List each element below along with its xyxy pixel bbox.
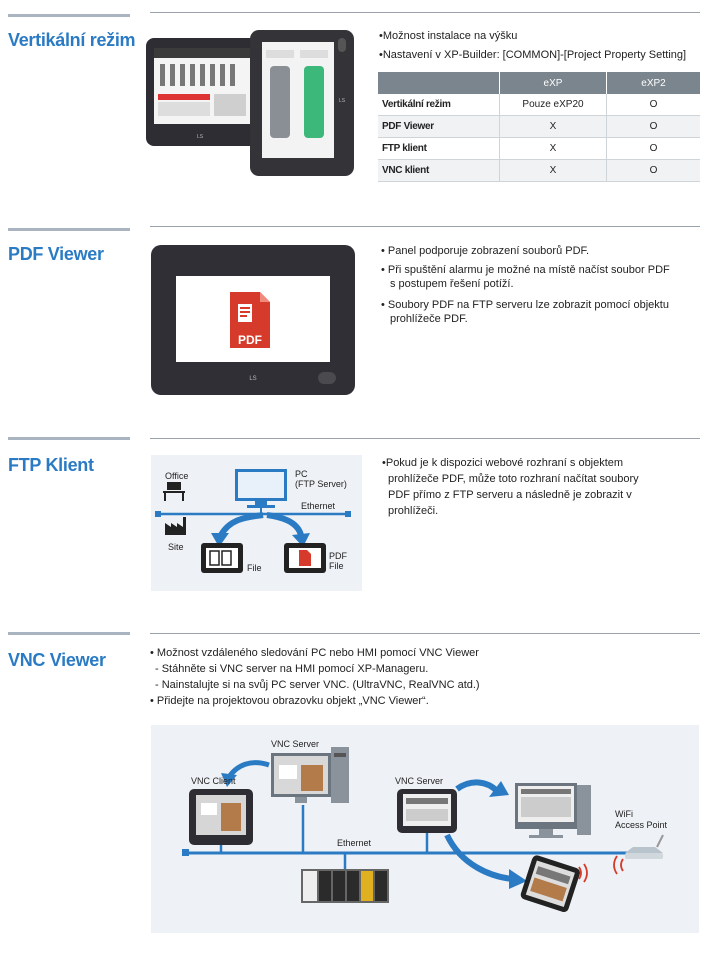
section-rule	[8, 228, 130, 231]
ethernet-label: Ethernet	[301, 501, 336, 511]
vnc-server-hmi-label: VNC Server	[395, 776, 443, 786]
section-rule	[150, 12, 700, 13]
wifi-label-sub: Access Point	[615, 820, 668, 830]
bullet-text: • Možnost vzdáleného sledování PC nebo H…	[150, 647, 479, 659]
bullet-text: prohlížeče PDF, může toto rozhraní načít…	[388, 473, 639, 485]
table-cell: FTP klient	[378, 137, 500, 160]
office-label: Office	[165, 471, 188, 481]
pc-icon	[235, 469, 287, 508]
table-cell: O	[606, 137, 700, 160]
site-label: Site	[168, 542, 184, 552]
wireless-signal-icon	[578, 863, 588, 883]
section-rule	[150, 226, 700, 227]
section-title-vnc: VNC Viewer	[8, 650, 106, 670]
pdf-file-icon: PDF	[230, 292, 270, 348]
vnc-server-pc-icon	[271, 747, 349, 803]
pdf-file-label-sub: File	[329, 561, 344, 571]
bullet-text: prohlížeče PDF.	[390, 313, 468, 325]
pdf-icon-label: PDF	[238, 333, 262, 347]
bullet-text: • Panel podporuje zobrazení souborů PDF.	[381, 245, 590, 257]
ethernet-label: Ethernet	[337, 838, 372, 848]
plc-rack-icon	[301, 869, 389, 903]
table-cell: X	[499, 159, 607, 182]
remote-pc-icon	[515, 783, 591, 838]
tablet-icon	[520, 855, 580, 913]
device-logo: LS	[249, 376, 256, 382]
vnc-server-hmi-icon	[397, 789, 457, 833]
wireless-signal-icon	[613, 855, 624, 875]
ftp-diagram: Office Site PC (FTP Server) Ethernet Fil…	[155, 469, 351, 573]
vertical-bullets: •Možnost instalace na výšku •Nastavení v…	[379, 29, 704, 62]
bullet-text: •Pokud je k dispozici webové rozhraní s …	[382, 457, 624, 469]
ftp-bullets: •Pokud je k dispozici webové rozhraní s …	[382, 455, 702, 519]
section-rule	[150, 633, 700, 634]
table-header-row: eXP eXP2	[378, 72, 700, 94]
table-cell: X	[499, 115, 607, 138]
bullet-text: - Stáhněte si VNC server na HMI pomocí X…	[155, 663, 429, 675]
factory-icon	[165, 517, 186, 535]
table-cell: O	[606, 115, 700, 138]
device-logo: LS	[197, 134, 204, 140]
wifi-access-point-icon	[625, 834, 664, 859]
section-rule	[8, 632, 130, 635]
table-cell: X	[499, 137, 607, 160]
bullet-text: •Nastavení v XP-Builder: [COMMON]-[Proje…	[379, 49, 687, 61]
vnc-client-hmi-icon	[189, 789, 253, 845]
pc-label: PC	[295, 469, 308, 479]
vnc-diagram: VNC Server VNC Client VNC Server Etherne…	[182, 739, 668, 913]
table-cell: Pouze eXP20	[499, 94, 607, 116]
pdf-file-label: PDF	[329, 551, 348, 561]
section-rule	[8, 14, 130, 17]
table-cell: O	[606, 159, 700, 182]
table-row: Vertikální režim Pouze eXP20 O	[378, 94, 700, 116]
table-cell: Vertikální režim	[378, 94, 500, 116]
file-label: File	[247, 563, 262, 573]
section-title-pdf: PDF Viewer	[8, 244, 104, 264]
hmi-pdf-icon	[284, 543, 326, 573]
table-row: FTP klient X O	[378, 137, 700, 160]
feature-comparison-table: eXP eXP2 Vertikální režim Pouze eXP20 O …	[378, 72, 700, 182]
wifi-label: WiFi	[615, 809, 633, 819]
device-logo: LS	[339, 98, 346, 104]
bullet-text: •Možnost instalace na výšku	[379, 30, 518, 42]
section-title-ftp: FTP Klient	[8, 455, 94, 475]
section-title-vertical: Vertikální režim	[8, 30, 136, 50]
bullet-text: prohlížeči.	[388, 505, 439, 517]
table-header: eXP2	[606, 72, 700, 94]
table-cell: O	[606, 94, 700, 116]
table-cell: PDF Viewer	[378, 115, 500, 138]
vnc-client-label: VNC Client	[191, 776, 236, 786]
table-row: VNC klient X O	[378, 159, 700, 182]
vertical-mode-devices-image: LS LS	[146, 30, 354, 176]
bullet-text: s postupem řešení potíží.	[390, 278, 514, 290]
vnc-server-pc-label: VNC Server	[271, 739, 319, 749]
table-header: eXP	[499, 72, 607, 94]
pc-label-sub: (FTP Server)	[295, 479, 347, 489]
section-rule	[150, 438, 700, 439]
bullet-text: PDF přímo z FTP serveru a následně je zo…	[388, 489, 632, 501]
bullet-text: • Při spuštění alarmu je možné na místě …	[381, 264, 670, 276]
bullet-text: • Přidejte na projektovou obrazovku obje…	[150, 695, 429, 707]
table-cell: VNC klient	[378, 159, 500, 182]
pdf-bullets: • Panel podporuje zobrazení souborů PDF.…	[381, 244, 701, 326]
bullet-text: • Soubory PDF na FTP serveru lze zobrazi…	[381, 299, 669, 311]
vnc-bullets: • Možnost vzdáleného sledování PC nebo H…	[150, 645, 700, 709]
pdf-viewer-device-image: PDF LS	[151, 245, 355, 395]
table-row: PDF Viewer X O	[378, 115, 700, 138]
section-rule	[8, 437, 130, 440]
bullet-text: - Nainstalujte si na svůj PC server VNC.…	[155, 679, 480, 691]
hmi-file-icon	[201, 543, 243, 573]
table-header	[378, 72, 500, 94]
office-desk-icon	[163, 482, 185, 501]
